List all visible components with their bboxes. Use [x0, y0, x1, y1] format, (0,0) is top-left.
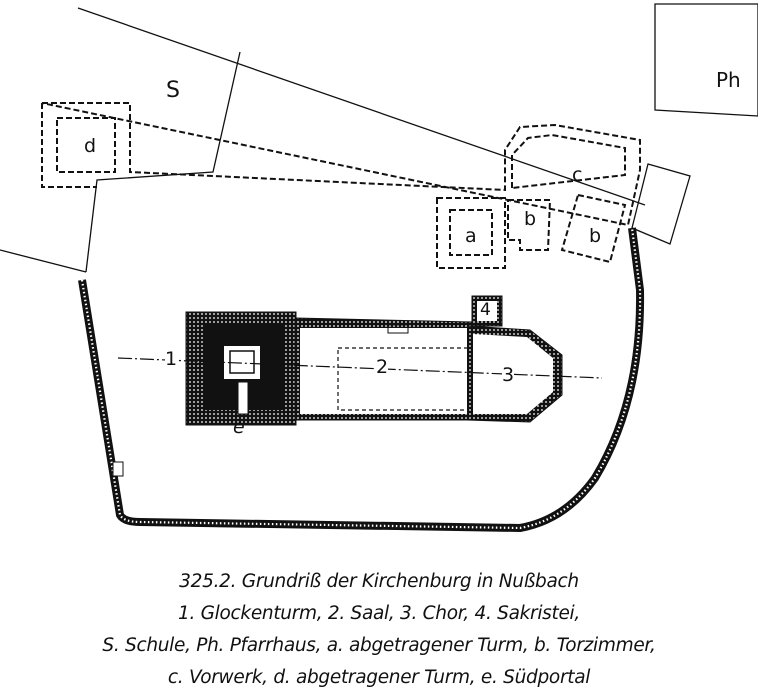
wall-gap	[112, 461, 124, 477]
label-sacristy: 4	[480, 300, 491, 320]
property-line-west	[0, 249, 87, 273]
school-building-outline	[85, 51, 241, 273]
label-bell-tower: 1	[165, 348, 178, 370]
label-gate-room-b1: b	[524, 208, 537, 230]
label-south-portal: e	[233, 416, 245, 438]
label-tower-a: a	[465, 225, 477, 247]
tower-d-lower	[41, 103, 97, 188]
tower-d-inner	[56, 117, 116, 173]
figure-caption: 325.2. Grundriß der Kirchenburg in Nußba…	[0, 566, 758, 694]
label-parsonage: Ph	[716, 68, 741, 92]
parsonage-building-outline	[654, 3, 758, 117]
label-choir: 3	[502, 364, 515, 386]
gate-room-b1-outline	[507, 199, 552, 251]
gate-room-b2-outline	[560, 193, 627, 264]
caption-line-4: c. Vorwerk, d. abgetragener Turm, e. Süd…	[167, 667, 591, 688]
label-nave: 2	[376, 356, 389, 378]
church-axis	[117, 357, 603, 379]
label-gate-room-b2: b	[589, 225, 602, 247]
tower-a-outline	[436, 197, 506, 269]
label-school: S	[166, 78, 180, 103]
label-forework-c: c	[572, 164, 583, 186]
caption-title: 325.2. Grundriß der Kirchenburg in Nußba…	[179, 571, 579, 592]
gate-building-outline	[631, 163, 691, 245]
tower-a-inner	[449, 209, 493, 256]
caption-line-3: S. Schule, Ph. Pfarrhaus, a. abgetragene…	[102, 635, 656, 656]
caption-line-2: 1. Glockenturm, 2. Saal, 3. Chor, 4. Sak…	[178, 603, 580, 624]
tower-d-outline	[41, 102, 641, 227]
forework-c-inner	[511, 133, 626, 190]
property-line-north	[77, 7, 646, 206]
label-tower-d: d	[84, 135, 97, 157]
